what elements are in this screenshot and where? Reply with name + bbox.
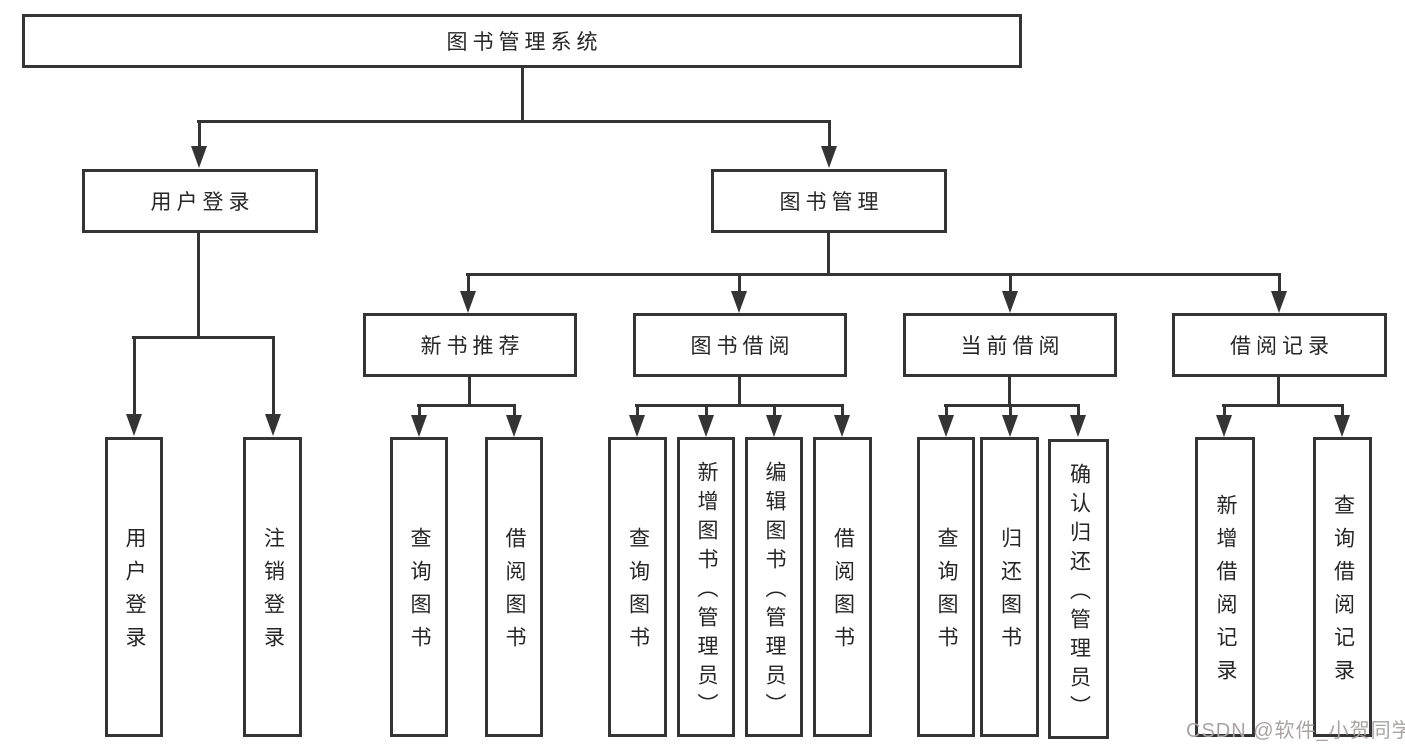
leaf-borrow-books-label: 借阅图书: [831, 527, 855, 659]
leaf-search-borrow-record: 查询借阅记录: [1313, 437, 1372, 737]
leaf-edit-books-admin-label: 编辑图书（管理员）: [763, 460, 786, 722]
connector-borrow-rail: [635, 404, 844, 407]
connector-recommend-rail: [417, 404, 516, 407]
node-root-system: 图书管理系统: [22, 14, 1022, 68]
leaf-search-books-current-label: 查询图书: [935, 527, 958, 659]
leaf-borrow-books-recommend-label: 借阅图书: [503, 527, 526, 659]
leaf-confirm-return-admin-label: 确认归还（管理员）: [1067, 462, 1091, 724]
leaf-search-books-current: 查询图书: [917, 437, 975, 737]
node-user-login: 用户登录: [82, 169, 318, 233]
connector-book-mgmt-stem: [827, 233, 830, 276]
connector-root-rail: [197, 120, 831, 123]
connector-current-rail: [944, 404, 1080, 407]
leaf-borrow-books-recommend: 借阅图书: [485, 437, 543, 737]
connector-user-login-stem: [197, 233, 200, 339]
leaf-user-login-label: 用户登录: [123, 527, 146, 659]
node-borrow-records-label: 借阅记录: [1230, 335, 1334, 358]
leaf-search-books-borrow-label: 查询图书: [626, 527, 650, 659]
node-new-book-recommend: 新书推荐: [363, 313, 577, 377]
leaf-add-borrow-record-label: 新增借阅记录: [1214, 494, 1237, 692]
leaf-borrow-books: 借阅图书: [813, 437, 872, 737]
node-book-management: 图书管理: [711, 169, 947, 233]
leaf-edit-books-admin: 编辑图书（管理员）: [745, 437, 803, 737]
leaf-search-books-recommend: 查询图书: [390, 437, 448, 737]
node-book-management-label: 图书管理: [779, 191, 884, 214]
connector-current-stem: [1008, 377, 1011, 407]
leaf-add-borrow-record: 新增借阅记录: [1195, 437, 1255, 737]
leaf-return-books: 归还图书: [980, 437, 1039, 737]
node-book-borrow: 图书借阅: [633, 313, 847, 377]
leaf-search-books-borrow: 查询图书: [608, 437, 667, 737]
connector-recommend-stem: [468, 377, 471, 407]
node-user-login-label: 用户登录: [150, 191, 255, 214]
leaf-search-books-recommend-label: 查询图书: [408, 527, 431, 659]
connector-records-stem: [1277, 377, 1280, 407]
connector-user-login-rail: [132, 336, 275, 339]
leaf-confirm-return-admin: 确认归还（管理员）: [1048, 439, 1109, 739]
node-current-borrow: 当前借阅: [903, 313, 1117, 377]
connector-root-stem: [521, 68, 524, 123]
connector-book-mgmt-rail: [466, 273, 1281, 276]
leaf-user-login: 用户登录: [105, 437, 163, 737]
node-root-label: 图书管理系统: [446, 31, 603, 54]
node-current-borrow-label: 当前借阅: [960, 335, 1065, 358]
node-book-borrow-label: 图书借阅: [690, 335, 795, 358]
connector-records-rail: [1222, 404, 1344, 407]
node-borrow-records: 借阅记录: [1172, 313, 1387, 377]
csdn-watermark: CSDN @软件_小贺同学: [1186, 720, 1405, 742]
connector-borrow-stem: [738, 377, 741, 407]
leaf-logout-label: 注销登录: [261, 527, 285, 659]
leaf-return-books-label: 归还图书: [998, 527, 1022, 659]
leaf-search-borrow-record-label: 查询借阅记录: [1331, 494, 1355, 692]
leaf-add-books-admin: 新增图书（管理员）: [677, 437, 735, 737]
node-new-book-recommend-label: 新书推荐: [420, 335, 525, 358]
leaf-logout: 注销登录: [243, 437, 302, 737]
leaf-add-books-admin-label: 新增图书（管理员）: [695, 460, 718, 722]
